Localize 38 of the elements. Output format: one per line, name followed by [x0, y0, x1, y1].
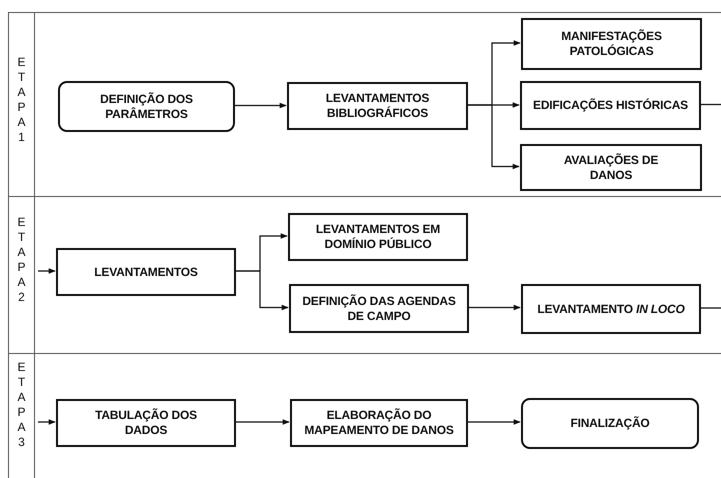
process-box [521, 18, 702, 70]
box-label: LEVANTAMENTOS [94, 264, 198, 280]
stage-band [8, 196, 721, 353]
process-box [521, 284, 701, 334]
stage-label: ETAPA 1 [16, 55, 26, 145]
process-box [287, 82, 468, 130]
box-label: LEVANTAMENTOS BIBLIOGRÁFICOS [324, 91, 430, 121]
process-box [289, 284, 469, 333]
box-label: TABULAÇÃO DOS DADOS [94, 408, 198, 438]
terminal-box [521, 398, 699, 449]
stage-label: ETAPA 2 [16, 215, 26, 305]
arrow [468, 304, 521, 310]
box-label: MANIFESTAÇÕES PATOLÓGICAS [560, 29, 663, 59]
arrow [467, 419, 521, 425]
box-label: DEFINIÇÃO DAS AGENDAS DE CAMPO [301, 294, 457, 324]
box-label: FINALIZAÇÃO [570, 416, 650, 431]
process-box [520, 81, 701, 130]
box-label: LEVANTAMENTO IN LOCO [537, 302, 685, 316]
box-label: EDIFICAÇÕES HISTÓRICAS [533, 98, 688, 113]
box-label: AVALIAÇÕES DE DANOS [562, 152, 660, 182]
stage-band [8, 12, 721, 196]
process-box [56, 399, 236, 447]
terminal-box [58, 81, 235, 132]
process-box [520, 144, 702, 191]
stage-band [8, 353, 721, 478]
stage-label: ETAPA 3 [16, 360, 26, 450]
arrow [235, 419, 290, 425]
process-box [56, 248, 236, 296]
process-box [288, 213, 468, 261]
arrow [467, 104, 520, 170]
arrow [235, 270, 289, 310]
process-box [290, 399, 468, 447]
arrow [234, 102, 287, 108]
box-label: ELABORAÇÃO DO MAPEAMENTO DE DANOS [303, 408, 455, 438]
box-label: LEVANTAMENTOS EM DOMÍNIO PÚBLICO [314, 222, 442, 252]
arrow [38, 419, 56, 425]
arrow [38, 268, 56, 274]
box-label: DEFINIÇÃO DOS PARÂMETROS [99, 92, 194, 122]
